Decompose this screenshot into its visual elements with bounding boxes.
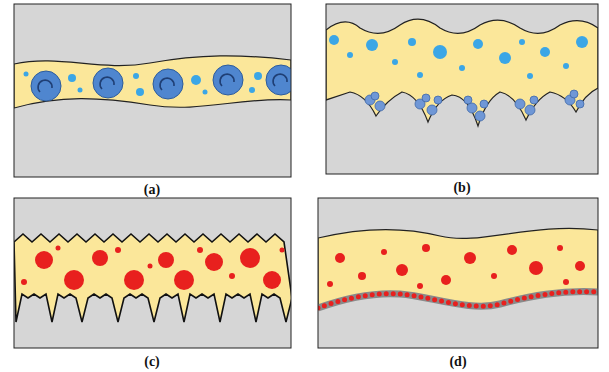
panel-c <box>14 198 292 348</box>
panel-d <box>318 198 598 348</box>
panel-label: (d) <box>449 354 466 370</box>
panel-label: (b) <box>453 180 470 196</box>
panel-label: (c) <box>144 354 160 370</box>
panel-a <box>14 4 296 177</box>
panel-label: (a) <box>144 182 160 198</box>
panel-b <box>326 4 598 174</box>
